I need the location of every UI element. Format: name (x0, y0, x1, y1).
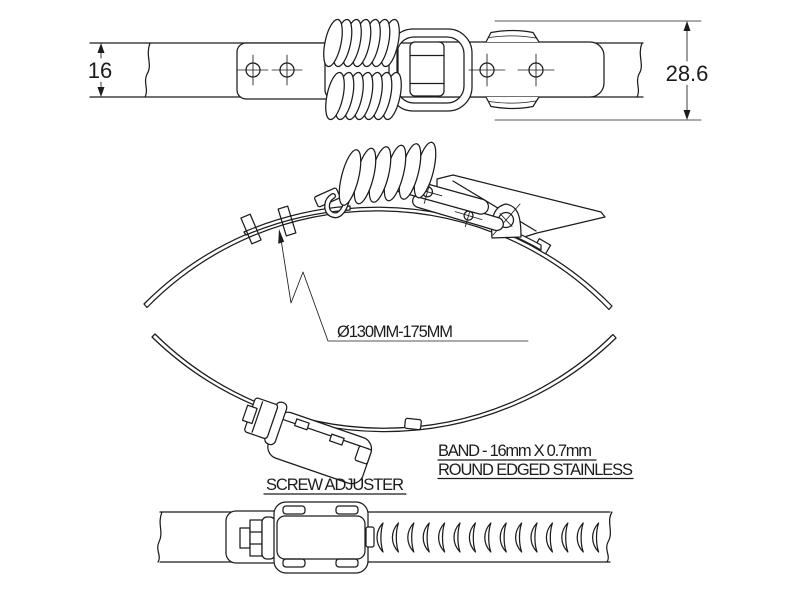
housing-slot (335, 505, 359, 515)
dimension-arrow-up-icon (683, 21, 691, 31)
housing-nub (365, 526, 375, 548)
screw-adjuster-note: SCREW ADJUSTER (263, 476, 407, 495)
screw-tip (239, 527, 251, 549)
diameter-range-label: Ø130MM-175MM (337, 323, 453, 341)
clamp-assembled-view: Ø130MM-175MM BAND - 16mm X 0.7mm ROUND E… (143, 141, 634, 495)
band-break-right (606, 511, 613, 563)
band-clip (277, 205, 297, 237)
housing-slot (282, 505, 306, 515)
screw-hex-head (249, 519, 263, 557)
band-break-left (157, 511, 163, 563)
housing-barrel (276, 515, 366, 560)
band-lower-arc (151, 333, 617, 433)
screw-flange (261, 516, 276, 560)
band-step (404, 417, 422, 431)
band-spec-line2: ROUND EDGED STAINLESS (438, 461, 633, 479)
housing-notch (354, 445, 372, 465)
coil-spring (338, 141, 437, 206)
hook-block (409, 41, 445, 97)
housing-tab (293, 418, 310, 431)
assembly-height-value: 28.6 (666, 61, 709, 86)
dimension-arrow-down-icon (97, 87, 105, 97)
latch-plate (437, 41, 605, 98)
assembly-height-dimension: 28.6 (494, 20, 709, 121)
worm-housing (273, 501, 369, 574)
band-clip (240, 213, 262, 245)
band-perforations (376, 522, 600, 553)
band-width-value: 16 (88, 58, 112, 83)
torsion-spring-coils (323, 18, 402, 121)
leader-arrow-icon (278, 229, 285, 244)
band-width-dimension: 16 (88, 43, 112, 97)
housing-tab (328, 433, 345, 446)
dimension-arrow-up-icon (97, 43, 105, 53)
screw-adjuster-label: SCREW ADJUSTER (266, 476, 404, 494)
screw-band-side-view (157, 501, 613, 574)
diameter-callout: Ø130MM-175MM (278, 229, 529, 342)
band-overlap-strip (243, 205, 351, 236)
band-break-left (144, 42, 151, 98)
band-break-right (636, 42, 643, 98)
band-spec-line1: BAND - 16mm X 0.7mm (438, 442, 592, 460)
latch-top-view: 16 (88, 18, 709, 121)
band-spec-note: BAND - 16mm X 0.7mm ROUND EDGED STAINLES… (437, 442, 634, 480)
screw-slot (241, 404, 258, 425)
dimension-arrow-down-icon (683, 110, 691, 120)
screw-adjuster-assembly (241, 397, 373, 485)
